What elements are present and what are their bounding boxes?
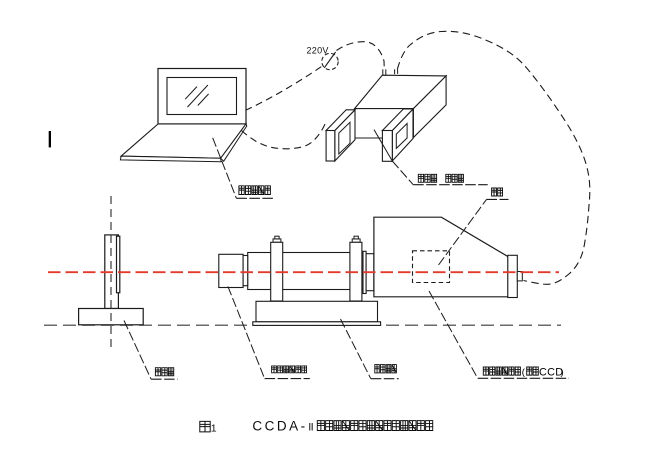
svg-text:): ) bbox=[561, 367, 564, 378]
svg-text:CCD: CCD bbox=[539, 367, 563, 379]
svg-text:CCDA-: CCDA- bbox=[252, 419, 307, 434]
svg-text:(: ( bbox=[522, 367, 526, 378]
svg-text:1: 1 bbox=[211, 423, 217, 435]
svg-text:220V: 220V bbox=[307, 46, 329, 56]
svg-text:II: II bbox=[308, 422, 313, 434]
